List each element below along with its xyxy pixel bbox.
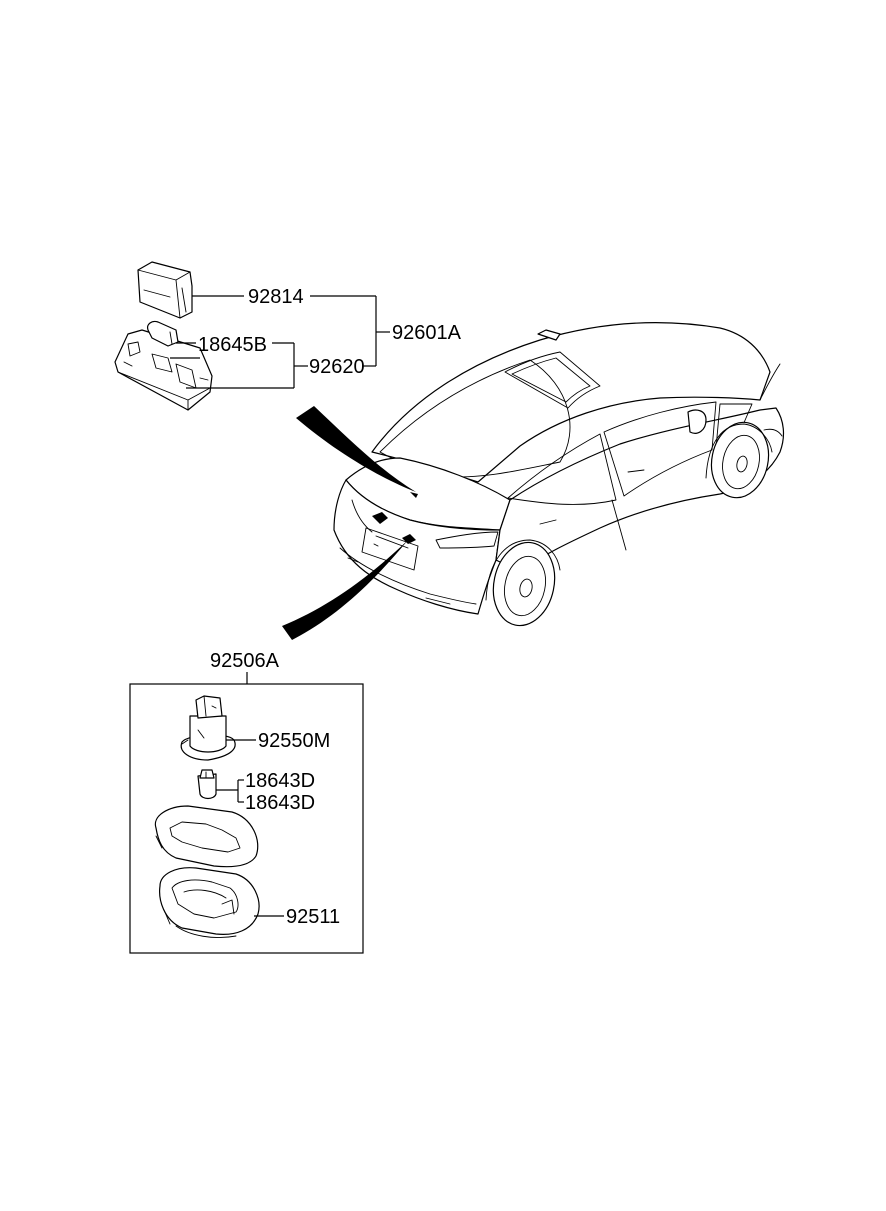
- lens-part: [159, 867, 260, 938]
- cap-part: [137, 261, 193, 319]
- housing-upper-part: [114, 329, 213, 411]
- label-lens: 92511: [286, 906, 340, 928]
- assembly-lower-box: [129, 683, 364, 954]
- car-illustration: [333, 322, 785, 627]
- leader-lines-upper: [170, 295, 390, 389]
- label-assembly-upper: 92601A: [392, 322, 462, 344]
- pointer-lower: [282, 540, 408, 640]
- socket-part: [180, 695, 236, 761]
- label-bulb-lower-1: 18643D: [245, 770, 315, 792]
- label-socket: 92550M: [258, 730, 330, 752]
- label-bulb-lower-2: 18643D: [245, 792, 315, 814]
- leader-lines-lower: [216, 739, 284, 917]
- label-bulb-upper: 18645B: [198, 334, 267, 356]
- pointer-upper: [296, 406, 416, 492]
- label-assembly-lower: 92506A: [210, 650, 280, 672]
- bulb-lower-part: [197, 769, 217, 800]
- label-housing-upper: 92620: [309, 356, 365, 378]
- label-cap: 92814: [248, 286, 304, 308]
- gasket-part: [154, 805, 259, 868]
- bulb-upper-part: [147, 320, 179, 347]
